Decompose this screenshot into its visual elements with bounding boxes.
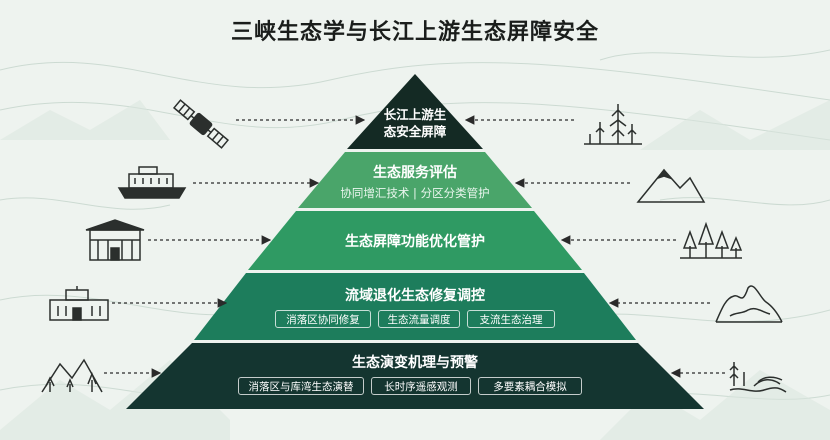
pyramid-tier-3 [248,211,582,270]
tier-5-tag-1: 消落区与库湾生态演替 [238,377,364,395]
pyramid-tier-2 [298,152,532,208]
building-icon [85,219,145,261]
tier-4-tag-1: 消落区协同修复 [275,310,371,328]
forest-icon [680,221,742,259]
tier-5-tag-2: 长时序遥感观测 [371,377,471,395]
ship-icon [117,166,187,199]
tier-2-title: 生态服务评估 [373,165,457,181]
tier-3-title: 生态屏障功能优化管护 [345,234,485,250]
karst-mountain-icon [715,285,783,323]
tier-5-tag-3: 多要素耦合模拟 [478,377,582,395]
mountain-trees-icon [41,358,103,393]
tier-2-subtitle: 协同增汇技术 | 分区分类管护 [340,186,490,200]
tier-4-tag-2: 生态流量调度 [378,310,460,328]
wetland-icon [729,362,787,393]
mountain-icon [636,168,706,203]
tier-4-tag-3: 支流生态治理 [467,310,555,328]
page-title: 三峡生态学与长江上游生态屏障安全 [230,20,599,45]
tier-5-title: 生态演变机理与预警 [352,355,478,371]
pyramid-tier-1 [347,74,483,149]
pyramid-tier-4 [194,273,636,340]
tier-1-title: 长江上游生 态安全屏障 [265,106,565,140]
dam-building-icon [49,286,109,321]
tier-1-title-line-1: 长江上游生 [383,107,447,122]
grass-icon [584,104,642,145]
satellite-icon [172,99,230,149]
pyramid-tier-5 [126,343,704,409]
tier-4-title: 流域退化生态修复调控 [345,288,485,304]
tier-1-title-line-2: 态安全屏障 [383,124,447,139]
